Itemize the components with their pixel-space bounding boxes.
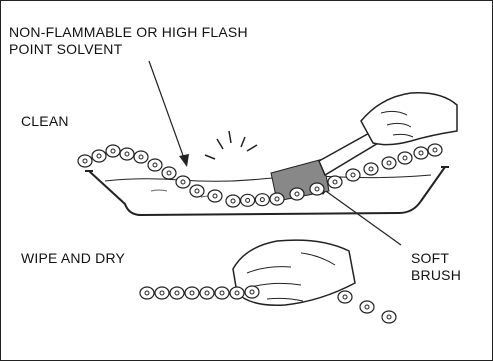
wipe-and-dry-step-label: WIPE AND DRY: [21, 250, 125, 266]
solvent-callout-line2: POINT SOLVENT: [9, 41, 122, 57]
chain-link: [398, 152, 412, 164]
chain-link: [245, 286, 259, 298]
chain-link: [338, 291, 352, 303]
solvent-callout-line1: NON-FLAMMABLE OR HIGH FLASH: [9, 24, 248, 40]
solvent-surface: [105, 175, 431, 181]
chain-link: [241, 194, 255, 206]
chain-link: [134, 151, 148, 163]
chain-link: [148, 159, 162, 171]
chain-link: [162, 167, 176, 179]
chain-link: [170, 287, 184, 299]
solvent-tray: [89, 167, 445, 215]
chain-link: [270, 193, 284, 205]
brush-callout-line1: SOFT: [411, 250, 449, 266]
chain-link: [155, 287, 169, 299]
chain-link: [215, 287, 229, 299]
chain-link: [208, 190, 222, 202]
chain-being-wiped: [140, 286, 259, 299]
upper-hand: [361, 93, 457, 145]
chain-in-solvent: [78, 144, 442, 207]
chain-link: [200, 287, 214, 299]
chain-link: [290, 188, 304, 200]
brush-callout-line2: BRUSH: [411, 267, 461, 283]
chain-link: [120, 148, 134, 160]
chain-link: [364, 163, 378, 175]
chain-link: [176, 176, 190, 188]
chain-link: [414, 147, 428, 159]
chain-link: [382, 157, 396, 169]
brush-callout-line: [323, 189, 401, 245]
solvent-callout-line: [149, 61, 185, 161]
chain-link: [140, 287, 154, 299]
chain-link: [92, 150, 106, 162]
chain-link: [310, 183, 324, 195]
solvent-callout-arrowhead: [179, 154, 189, 167]
chain-after-wipe: [338, 291, 396, 323]
chain-link: [230, 287, 244, 299]
chain-link: [185, 287, 199, 299]
clean-step-label: CLEAN: [21, 113, 69, 129]
splash-marks: [205, 131, 257, 159]
chain-link: [360, 301, 374, 313]
chain-link: [346, 169, 360, 181]
chain-link: [78, 155, 92, 167]
chain-link: [106, 145, 120, 157]
chain-link: [226, 195, 240, 207]
chain-link: [328, 176, 342, 188]
chain-link: [255, 194, 269, 206]
chain-link: [382, 311, 396, 323]
chain-link: [428, 144, 442, 156]
chain-link: [190, 185, 204, 197]
